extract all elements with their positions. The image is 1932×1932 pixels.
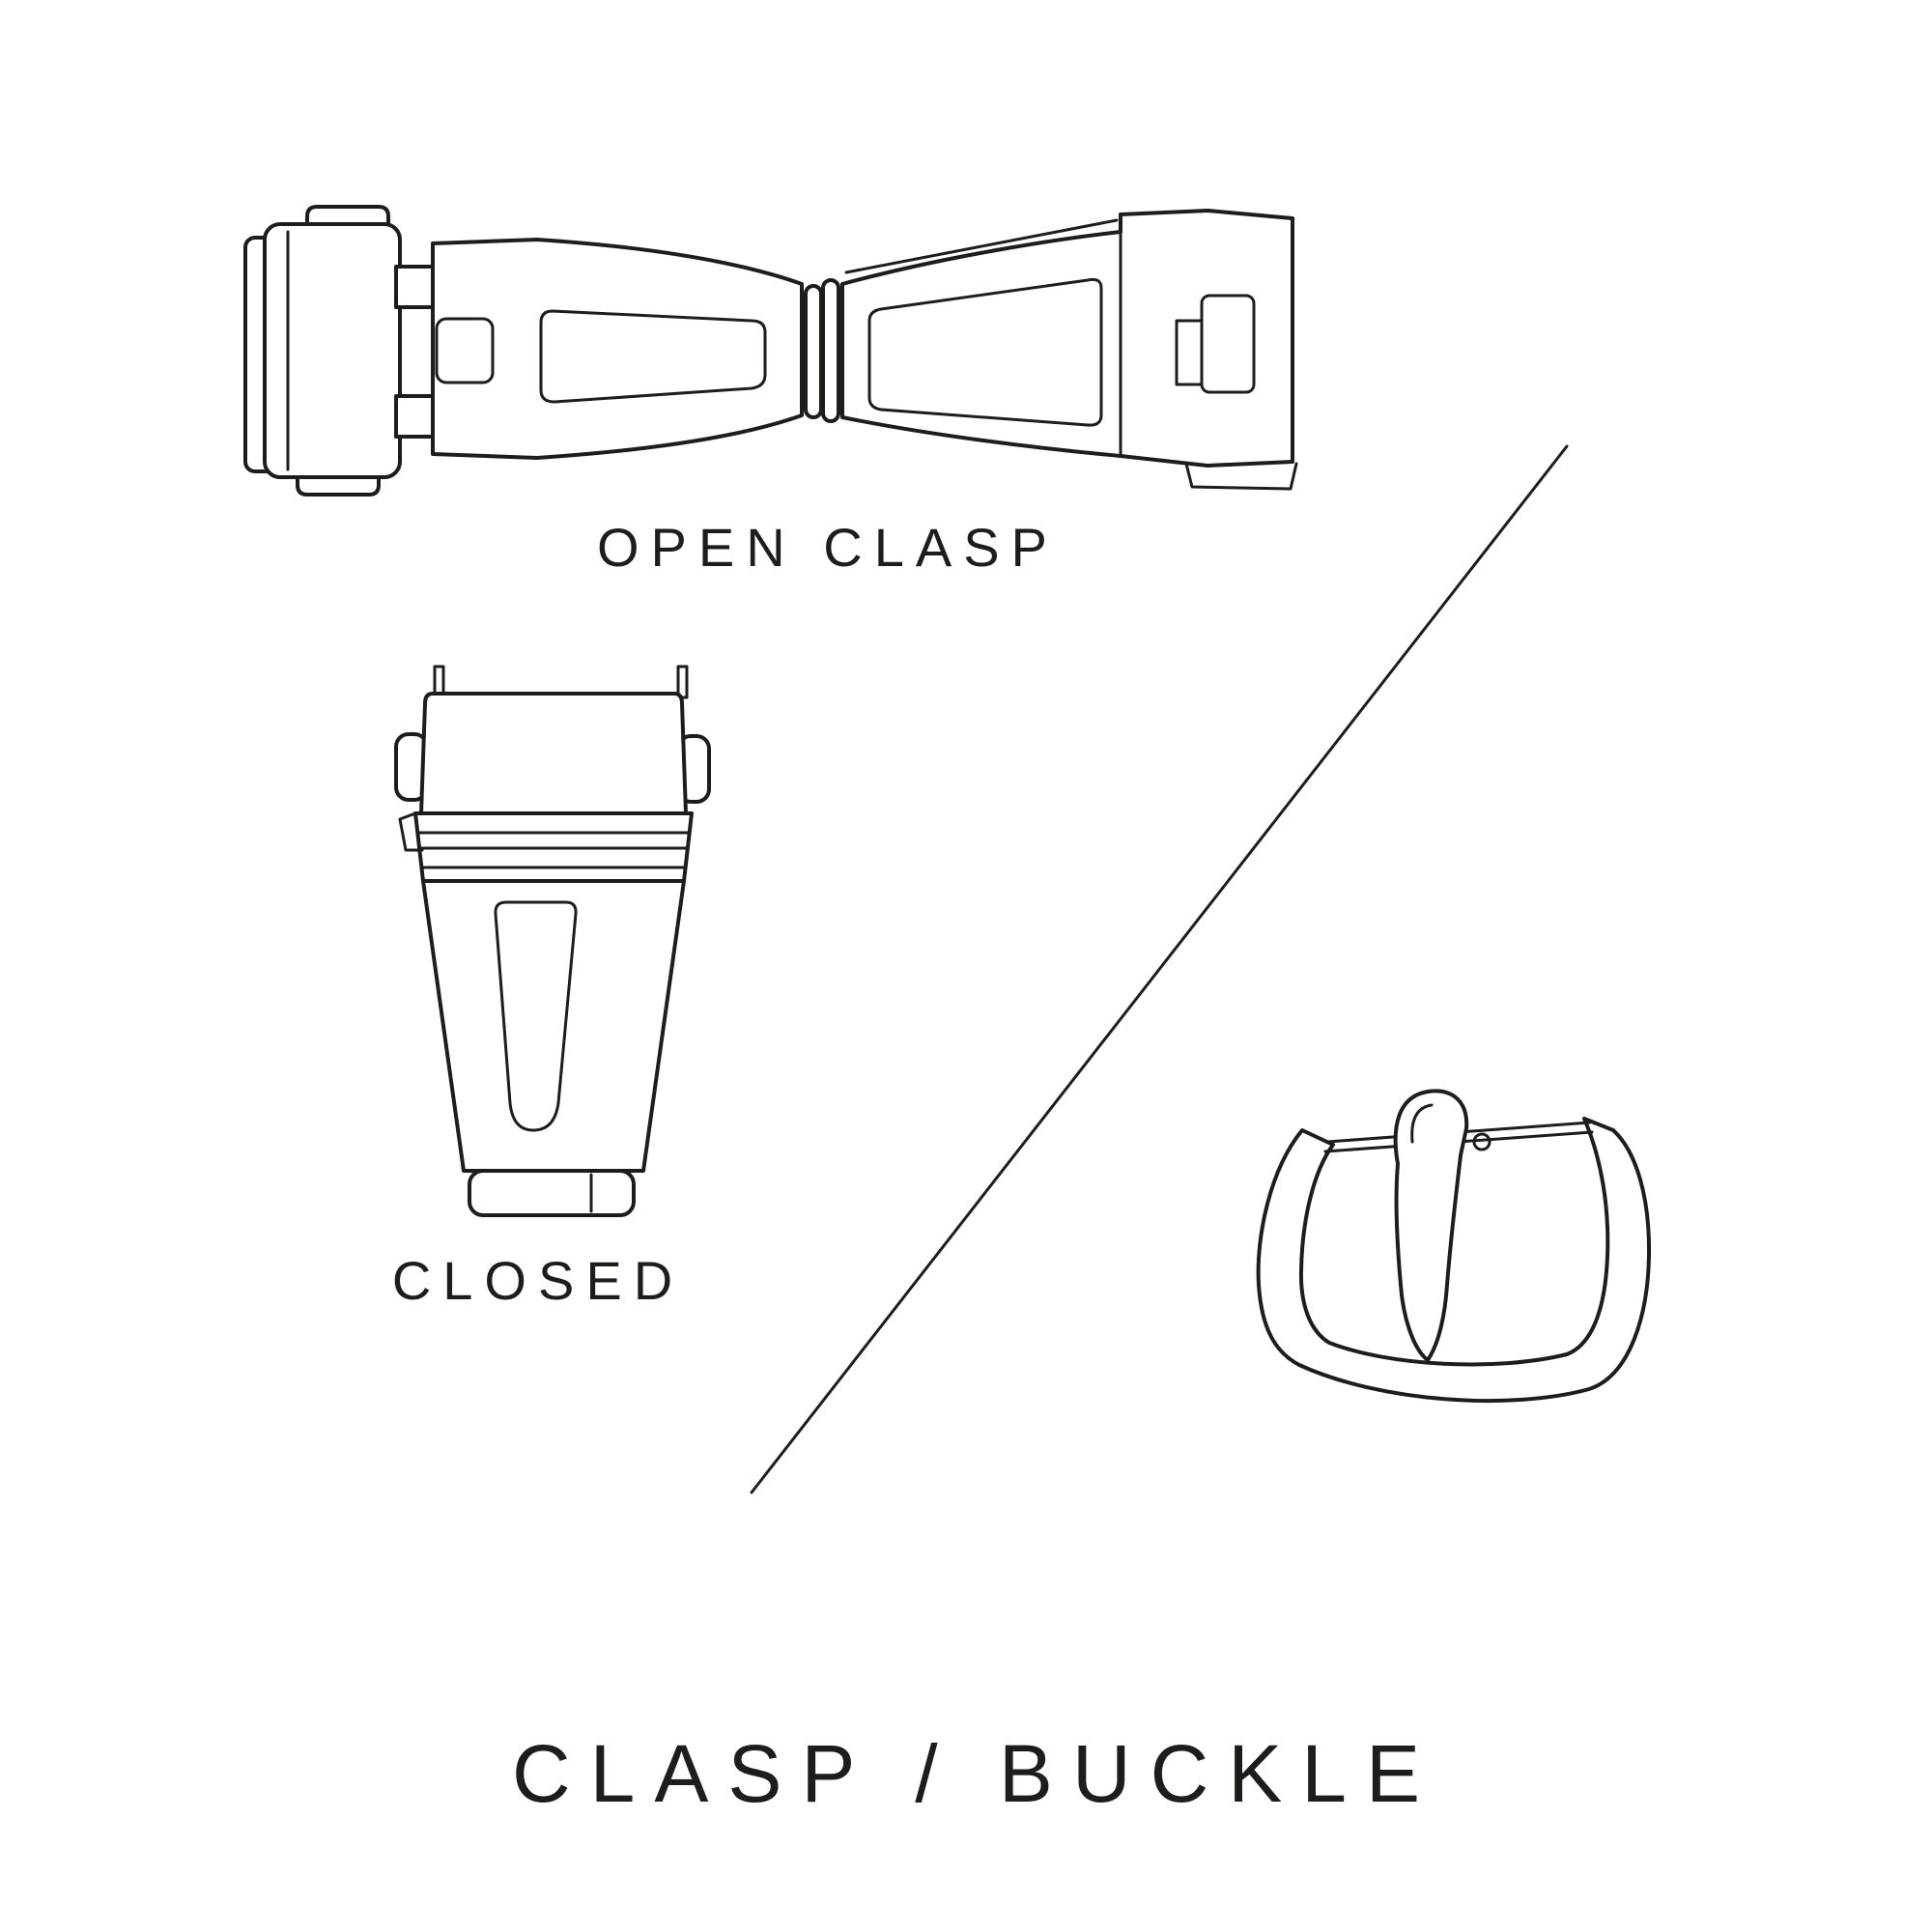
open-clasp-top-bump bbox=[305, 205, 390, 230]
open-clasp-left-arm-hole bbox=[435, 317, 495, 384]
closed-clasp-body bbox=[421, 879, 686, 1173]
open-clasp-hinge-right bbox=[821, 278, 840, 423]
closed-clasp-left-notch bbox=[398, 811, 424, 852]
closed-clasp-prong-right bbox=[676, 665, 689, 699]
open-clasp-connector-bottom bbox=[394, 394, 437, 439]
open-clasp-label: OPEN CLASP bbox=[597, 517, 1059, 578]
closed-clasp-top-block bbox=[419, 692, 688, 815]
buckle-tang-loop-line bbox=[1410, 1103, 1434, 1144]
open-clasp-hinge-left bbox=[804, 284, 823, 419]
open-clasp-cutout bbox=[1200, 294, 1256, 394]
closed-clasp-bottom-cap bbox=[468, 1169, 636, 1217]
open-clasp-left-arm bbox=[431, 238, 804, 460]
open-clasp-right-arm-top-bar bbox=[844, 218, 1119, 274]
closed-clasp-illustration bbox=[394, 665, 711, 1217]
closed-clasp-body-inner-outline bbox=[494, 900, 578, 1132]
open-clasp-connector-top bbox=[394, 265, 437, 309]
closed-label: CLOSED bbox=[391, 1250, 685, 1311]
buckle-frame bbox=[1256, 1117, 1652, 1403]
buckle-spring-bar-ring bbox=[1472, 1132, 1492, 1151]
open-clasp-bottom-bump bbox=[296, 471, 381, 497]
buckle-tang bbox=[1393, 1089, 1469, 1362]
open-clasp-left-arm-inner-outline bbox=[539, 309, 767, 404]
open-clasp-bottom-tab bbox=[1184, 462, 1298, 491]
open-clasp-illustration bbox=[243, 205, 1298, 497]
open-clasp-right-arm-inner-outline bbox=[867, 277, 1103, 427]
open-clasp-right-arm bbox=[840, 209, 1294, 468]
page-title: CLASP / BUCKLE bbox=[511, 1728, 1440, 1819]
buckle-illustration bbox=[1256, 1089, 1652, 1403]
open-clasp-hook bbox=[1175, 319, 1204, 386]
divider-line bbox=[750, 444, 1569, 1494]
open-clasp-end-block bbox=[263, 222, 402, 479]
